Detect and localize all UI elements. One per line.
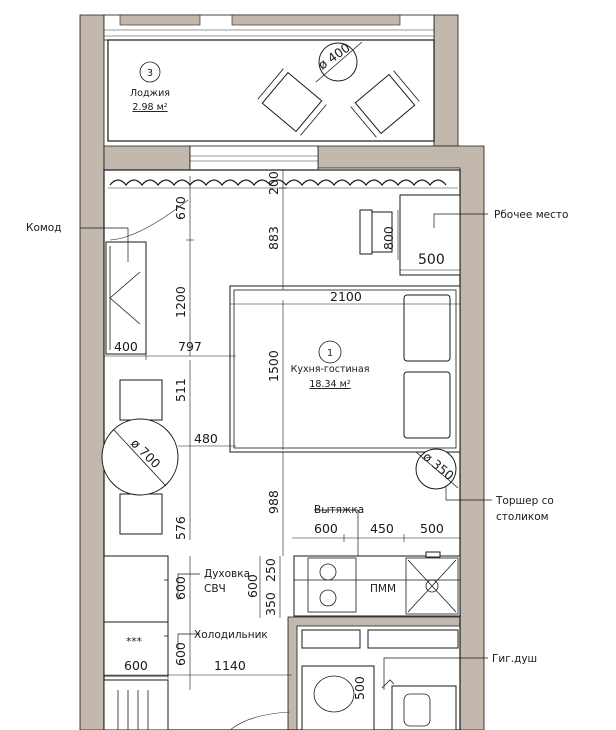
label-fridge: Холодильник xyxy=(194,629,268,641)
label-oven-line2: СВЧ xyxy=(204,583,226,595)
dim-500-bath: 500 xyxy=(352,676,367,700)
dim-1500: 1500 xyxy=(266,350,281,382)
dim-800: 800 xyxy=(381,226,396,250)
curtain xyxy=(109,179,447,186)
tall-cabinets xyxy=(103,555,169,730)
label-dresser: Комод xyxy=(26,222,61,234)
dim-1140: 1140 xyxy=(214,658,246,673)
dim-480: 480 xyxy=(194,431,218,446)
loggia-armchair-right xyxy=(350,70,420,138)
door-swing-arc xyxy=(109,199,189,241)
dim-988: 988 xyxy=(266,490,281,514)
dresser xyxy=(105,241,147,355)
dim-250: 250 xyxy=(263,558,278,582)
label-dishwasher: ПММ xyxy=(370,583,396,595)
label-hood: Вытяжка xyxy=(314,504,364,516)
living-room-number: 1 xyxy=(327,348,333,359)
label-floor-lamp-line1: Торшер со xyxy=(495,495,554,507)
living-room-name: Кухня-гостиная xyxy=(291,364,370,375)
label-floor-lamp-line2: столиком xyxy=(496,511,549,523)
dim-350: 350 xyxy=(263,592,278,616)
dim-797: 797 xyxy=(178,339,202,354)
loggia-room-number-circle xyxy=(139,61,161,83)
work-desk xyxy=(359,194,461,276)
dim-511: 511 xyxy=(173,378,188,402)
loggia-armchair-left xyxy=(257,68,327,136)
loggia-room-area: 2.98 м² xyxy=(132,102,167,113)
balcony-window xyxy=(189,145,319,171)
dim-450-kitchen: 450 xyxy=(370,521,394,536)
leader-lines xyxy=(80,213,492,690)
dim-400-left: 400 xyxy=(114,339,138,354)
dim-600-bottom: 600 xyxy=(124,658,148,673)
dining-set xyxy=(101,379,179,535)
double-bed xyxy=(229,285,461,453)
dimension-lines xyxy=(104,170,460,690)
walls xyxy=(79,14,485,730)
fridge-mark: *** xyxy=(126,636,142,648)
kitchen-counter xyxy=(293,551,461,617)
dim-600-oven: 600 xyxy=(173,576,188,600)
dim-576: 576 xyxy=(173,516,188,540)
dim-500-desk: 500 xyxy=(418,252,445,268)
loggia-room-wall xyxy=(103,145,191,171)
loggia-room-name: Лоджия xyxy=(130,88,170,99)
dim-883: 883 xyxy=(266,226,281,250)
dim-2100: 2100 xyxy=(330,289,362,304)
dim-600-vertical: 600 xyxy=(245,574,260,598)
dim-600-fridge: 600 xyxy=(173,642,188,666)
dim-600-kitchen: 600 xyxy=(314,521,338,536)
dim-200: 200 xyxy=(266,171,281,195)
floor-lamp xyxy=(415,448,459,490)
label-hygienic-shower: Гиг.душ xyxy=(492,653,537,665)
dim-500-kitchen: 500 xyxy=(420,521,444,536)
living-room-area: 18.34 м² xyxy=(309,379,350,390)
bathroom xyxy=(301,629,459,730)
label-oven-line1: Духовка xyxy=(204,568,250,580)
dim-670: 670 xyxy=(173,196,188,220)
loggia-windows xyxy=(103,14,435,41)
loggia-right-wall xyxy=(433,14,459,147)
label-workplace: Рбочее место xyxy=(494,209,568,221)
loggia-room-number: 3 xyxy=(147,68,153,79)
left-outer-wall xyxy=(79,14,105,730)
living-room-number-circle xyxy=(318,340,342,364)
dim-1200: 1200 xyxy=(173,286,188,318)
bathroom-door-arc xyxy=(229,711,291,730)
